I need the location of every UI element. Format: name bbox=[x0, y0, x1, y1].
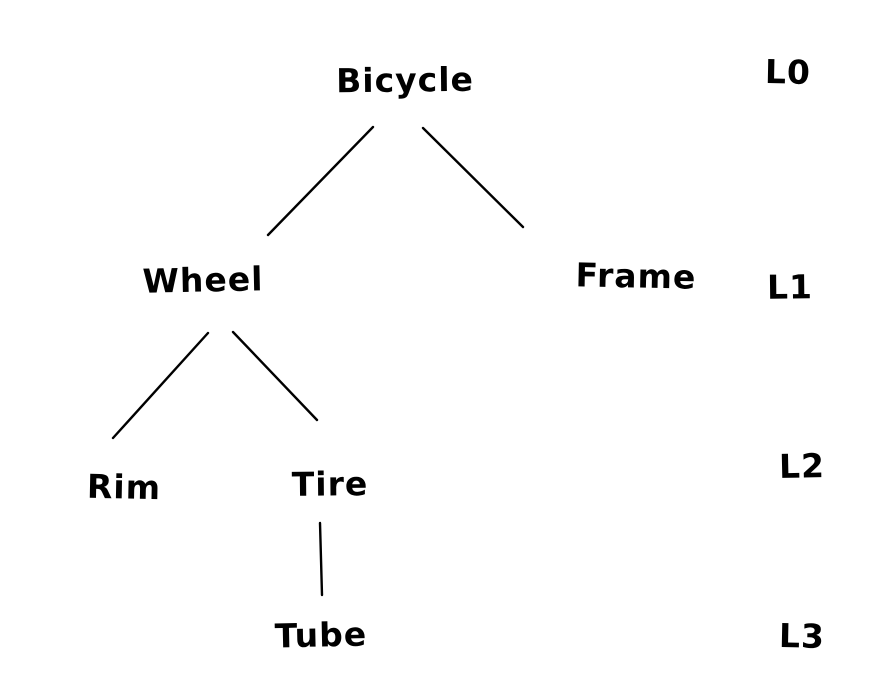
edge-wheel-rim bbox=[111, 331, 210, 440]
edge-wheel-tire bbox=[231, 330, 319, 422]
edge-bicycle-wheel bbox=[266, 125, 375, 237]
edge-bicycle-frame bbox=[421, 126, 525, 229]
node-rim: Rim bbox=[86, 466, 162, 508]
level-label-l1: L1 bbox=[766, 267, 814, 307]
node-bicycle: Bicycle bbox=[335, 59, 475, 101]
level-label-l3: L3 bbox=[778, 616, 826, 656]
edge-tire-tube bbox=[318, 521, 324, 597]
node-tire: Tire bbox=[291, 464, 369, 504]
level-label-l0: L0 bbox=[764, 52, 812, 92]
node-frame: Frame bbox=[575, 255, 697, 297]
level-label-l2: L2 bbox=[778, 446, 826, 486]
node-wheel: Wheel bbox=[142, 259, 264, 301]
node-tube: Tube bbox=[274, 614, 368, 656]
